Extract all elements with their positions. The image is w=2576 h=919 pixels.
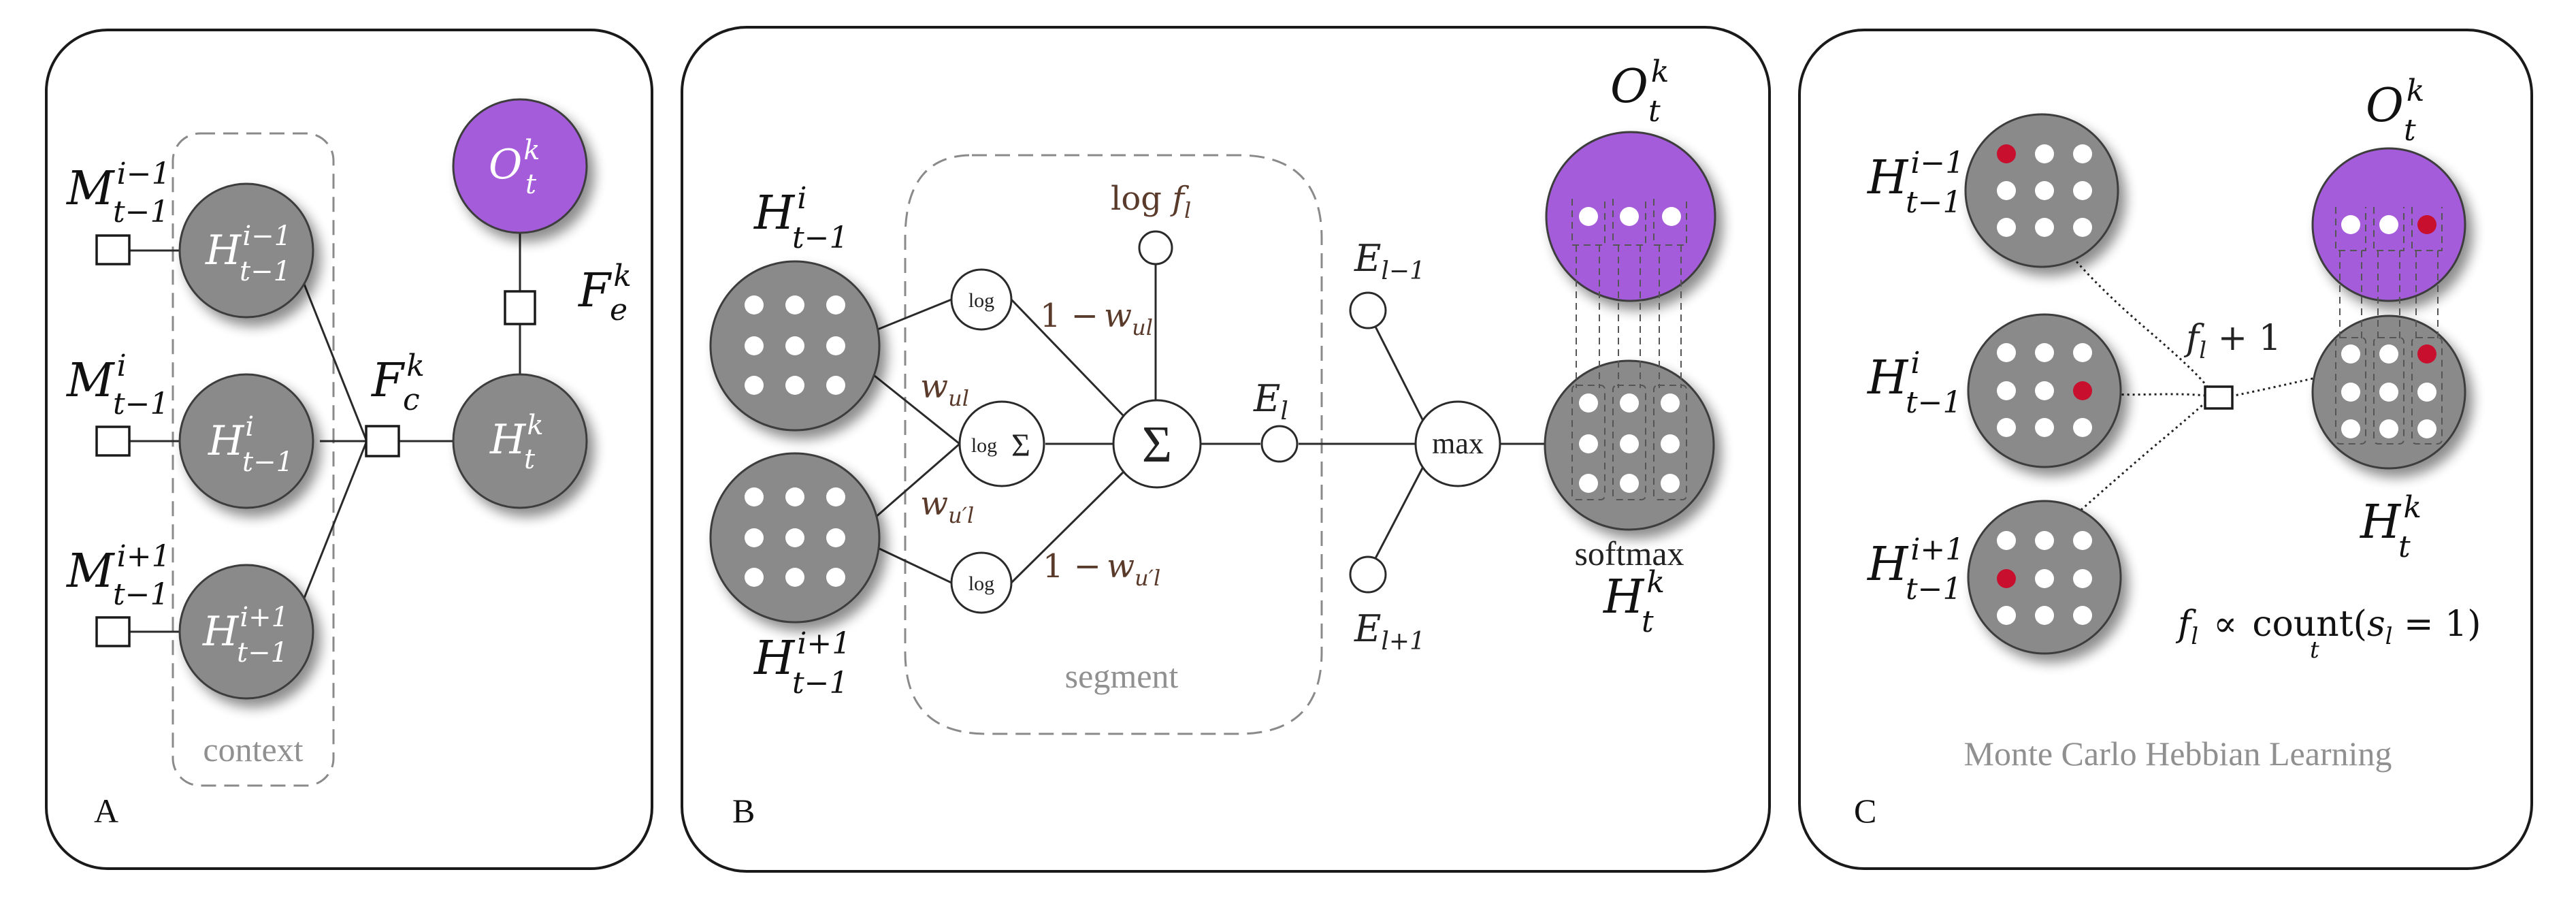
node-h-t: [452, 373, 588, 509]
label-log-f: log fl: [1111, 180, 1191, 223]
node-c-h-t-units: [2341, 344, 2436, 438]
node-max: [1414, 400, 1501, 487]
label-e-l-plus-1: El+1: [1354, 607, 1425, 656]
node-log-top: [950, 268, 1013, 331]
node-sum-symbol: Σ: [1142, 416, 1172, 473]
factor-m-i: [95, 425, 131, 457]
panel-b-frame: [681, 26, 1771, 873]
factor-m-i-plus-1: [95, 616, 131, 647]
node-b-h-bottom-units: [745, 487, 845, 587]
node-c-h-i-plus-1-units: [1997, 531, 2092, 625]
panel-b-letter: B: [732, 792, 755, 830]
node-o-t: [452, 98, 588, 234]
node-c-h-i-units: [1997, 343, 2092, 437]
factor-fe: [504, 290, 536, 325]
context-label: context: [203, 730, 303, 769]
factor-hebbian: [2204, 385, 2234, 410]
edge-log1-sum: [1010, 298, 1124, 417]
hebbian-column-links: [2335, 207, 2443, 445]
node-e-l: [1260, 425, 1299, 463]
node-max-label: max: [1432, 427, 1484, 460]
node-sum: [1112, 399, 1202, 489]
softmax-column-links: [1571, 199, 1687, 500]
edge-h1-fc: [298, 272, 368, 440]
label-weight-wul: wul: [920, 368, 969, 411]
label-e-l: El: [1253, 377, 1288, 425]
node-c-h-i-minus-1-units: [1997, 144, 2092, 237]
node-log-sum-symbol: Σ: [1011, 428, 1030, 464]
factor-fc: [365, 425, 400, 457]
segment-label: segment: [1065, 657, 1179, 695]
label-count-subscript: t: [2310, 636, 2319, 664]
node-log-f: [1138, 230, 1173, 265]
label-softmax: softmax: [1574, 534, 1684, 573]
node-h-i-minus-1: [178, 182, 314, 319]
node-b-o-t-units: [1579, 207, 1681, 226]
edge-log2-sum: [1010, 471, 1124, 584]
label-proportional: fl∝count(sl = 1): [2175, 604, 2481, 650]
factor-m-i-minus-1: [95, 234, 131, 265]
node-e-l-plus-1: [1349, 555, 1387, 594]
panel-c-letter: C: [1854, 792, 1876, 830]
hebb-path-right: [2230, 351, 2429, 398]
edge-elp1-max: [1373, 462, 1426, 560]
node-log-sum-label: log: [971, 434, 997, 457]
node-c-o-t-units: [2341, 215, 2436, 234]
hebb-path-mid: [2083, 389, 2213, 398]
label-weight-one-minus-wu-l: 1 −wu′l: [1043, 547, 1160, 591]
node-b-h-top-units: [745, 295, 845, 395]
caption-monte-carlo: Monte Carlo Hebbian Learning: [1964, 735, 2392, 773]
node-log-sum: [958, 400, 1045, 487]
edge-elm1-max: [1373, 325, 1426, 425]
edge-h3-fc: [298, 442, 368, 611]
label-f-update: fl + 1: [2183, 318, 2281, 364]
node-e-l-minus-1: [1349, 291, 1387, 329]
node-h-i: [178, 373, 314, 509]
segment-group-box: [904, 154, 1323, 735]
panel-a-letter: A: [94, 792, 118, 830]
label-weight-wu-l: wu′l: [920, 485, 974, 528]
label-weight-one-minus-wul: 1 −wul: [1040, 297, 1153, 340]
label-e-l-minus-1: El−1: [1354, 237, 1425, 285]
context-group-box: [172, 132, 335, 787]
node-log-top-label: log: [968, 289, 994, 312]
node-b-h-t-units: [1579, 393, 1680, 493]
node-log-bottom-label: log: [968, 573, 994, 595]
node-h-i-plus-1: [178, 564, 314, 700]
node-log-bottom: [950, 551, 1013, 614]
